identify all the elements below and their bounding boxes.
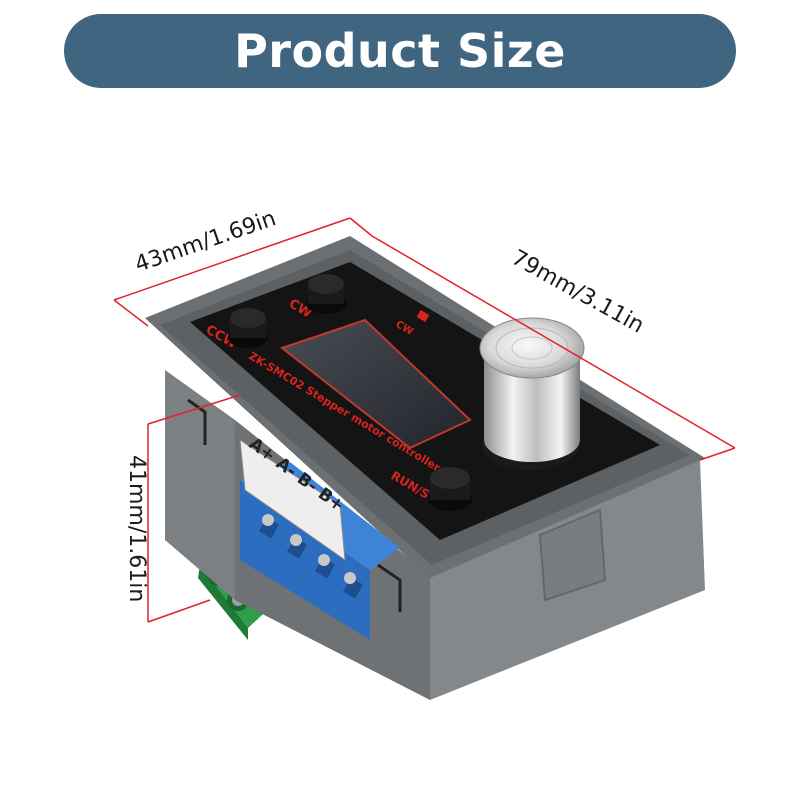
cw-button xyxy=(306,274,346,314)
length-dimension xyxy=(371,235,736,461)
side-clips xyxy=(187,398,607,612)
blue-terminal-block xyxy=(239,439,400,640)
banner-title: Product Size xyxy=(234,24,566,78)
height-dimension xyxy=(147,394,241,623)
rotary-knob xyxy=(479,317,585,470)
title-banner: Product Size xyxy=(64,14,736,88)
indicator-icon xyxy=(416,310,430,322)
lcd-screen xyxy=(279,318,472,450)
width-dimension xyxy=(113,217,373,327)
width-label: 43mm/1.69in xyxy=(132,206,279,278)
ccw-button xyxy=(228,308,268,348)
run-stop-button xyxy=(428,467,472,511)
height-label: 41mm/1.61in xyxy=(124,455,149,602)
